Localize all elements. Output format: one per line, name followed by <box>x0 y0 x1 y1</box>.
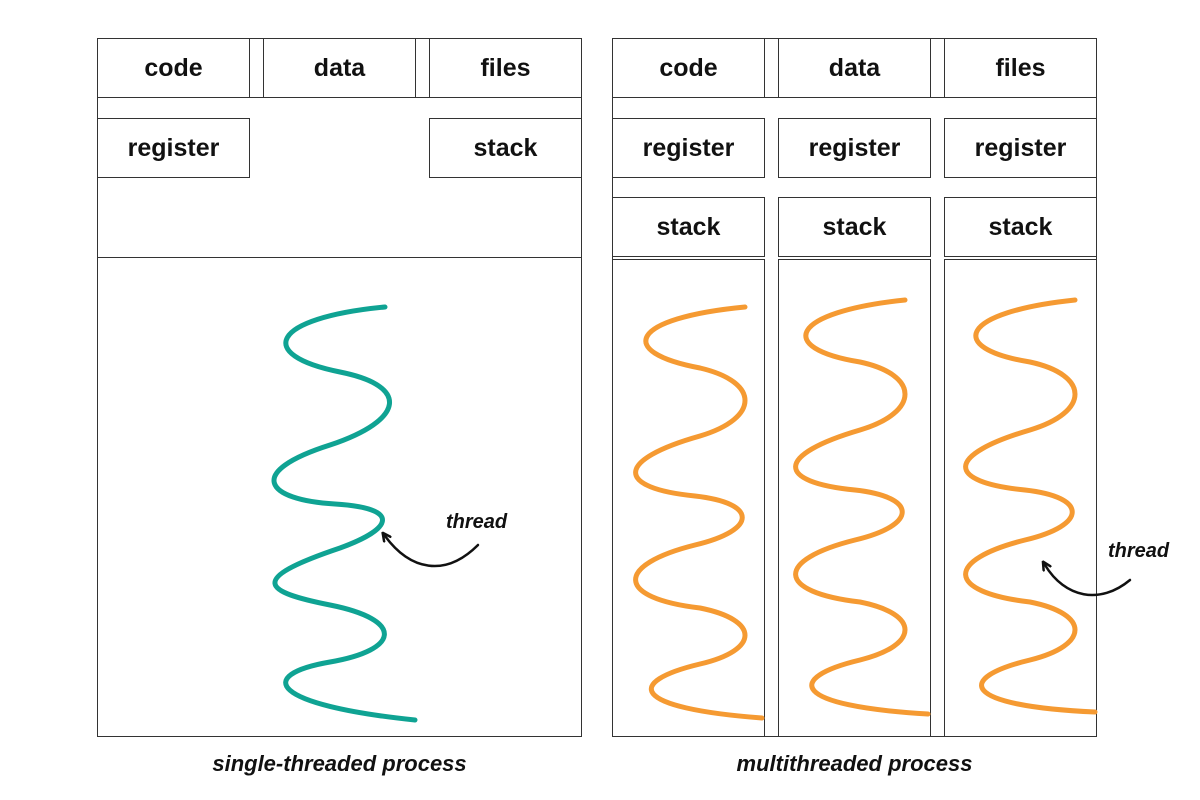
single-code-box: code <box>97 38 250 98</box>
multi-files-box: files <box>944 38 1097 98</box>
multi-code-box: code <box>612 38 765 98</box>
multi-thread-2-wave-icon <box>793 297 931 717</box>
single-data-box: data <box>263 38 416 98</box>
single-code-label: code <box>144 53 203 82</box>
multi-thread-1-register-box: register <box>612 118 765 178</box>
multi-data-label: data <box>828 53 881 82</box>
single-register-box: register <box>97 118 250 178</box>
single-thread-label: thread <box>446 511 508 533</box>
single-process-caption: single-threaded process <box>212 751 467 776</box>
single-files-label: files <box>480 53 531 82</box>
multi-thread-3-stack-box: stack <box>944 197 1097 257</box>
multi-code-label: code <box>659 53 718 82</box>
single-thread-wave-icon <box>271 304 418 723</box>
multi-thread-3-lane <box>944 259 1097 737</box>
single-thread-arrow-icon <box>385 536 480 568</box>
multi-thread-3-register-label: register <box>974 133 1067 162</box>
multi-thread-3-stack-label: stack <box>988 212 1053 241</box>
multi-thread-arrow-icon <box>1045 565 1132 597</box>
multi-data-box: data <box>778 38 931 98</box>
multi-thread-1-wave-icon <box>633 304 765 721</box>
single-data-label: data <box>313 53 366 82</box>
multi-thread-1-stack-box: stack <box>612 197 765 257</box>
single-files-box: files <box>429 38 582 98</box>
multi-process-caption: multithreaded process <box>736 751 973 776</box>
multi-thread-2-register-label: register <box>808 133 901 162</box>
single-stack-box: stack <box>429 118 582 178</box>
multi-thread-1-register-label: register <box>642 133 735 162</box>
single-thread-divider <box>97 257 582 258</box>
single-register-label: register <box>127 133 220 162</box>
multi-thread-3-register-box: register <box>944 118 1097 178</box>
multi-thread-1-stack-label: stack <box>656 212 721 241</box>
multi-files-label: files <box>995 53 1046 82</box>
multi-thread-2-stack-box: stack <box>778 197 931 257</box>
multi-thread-2-register-box: register <box>778 118 931 178</box>
multi-thread-3-wave-icon <box>963 297 1098 715</box>
multi-thread-2-stack-label: stack <box>822 212 887 241</box>
multi-thread-1-lane <box>612 259 765 737</box>
multi-thread-label: thread <box>1108 540 1170 562</box>
single-stack-label: stack <box>473 133 538 162</box>
